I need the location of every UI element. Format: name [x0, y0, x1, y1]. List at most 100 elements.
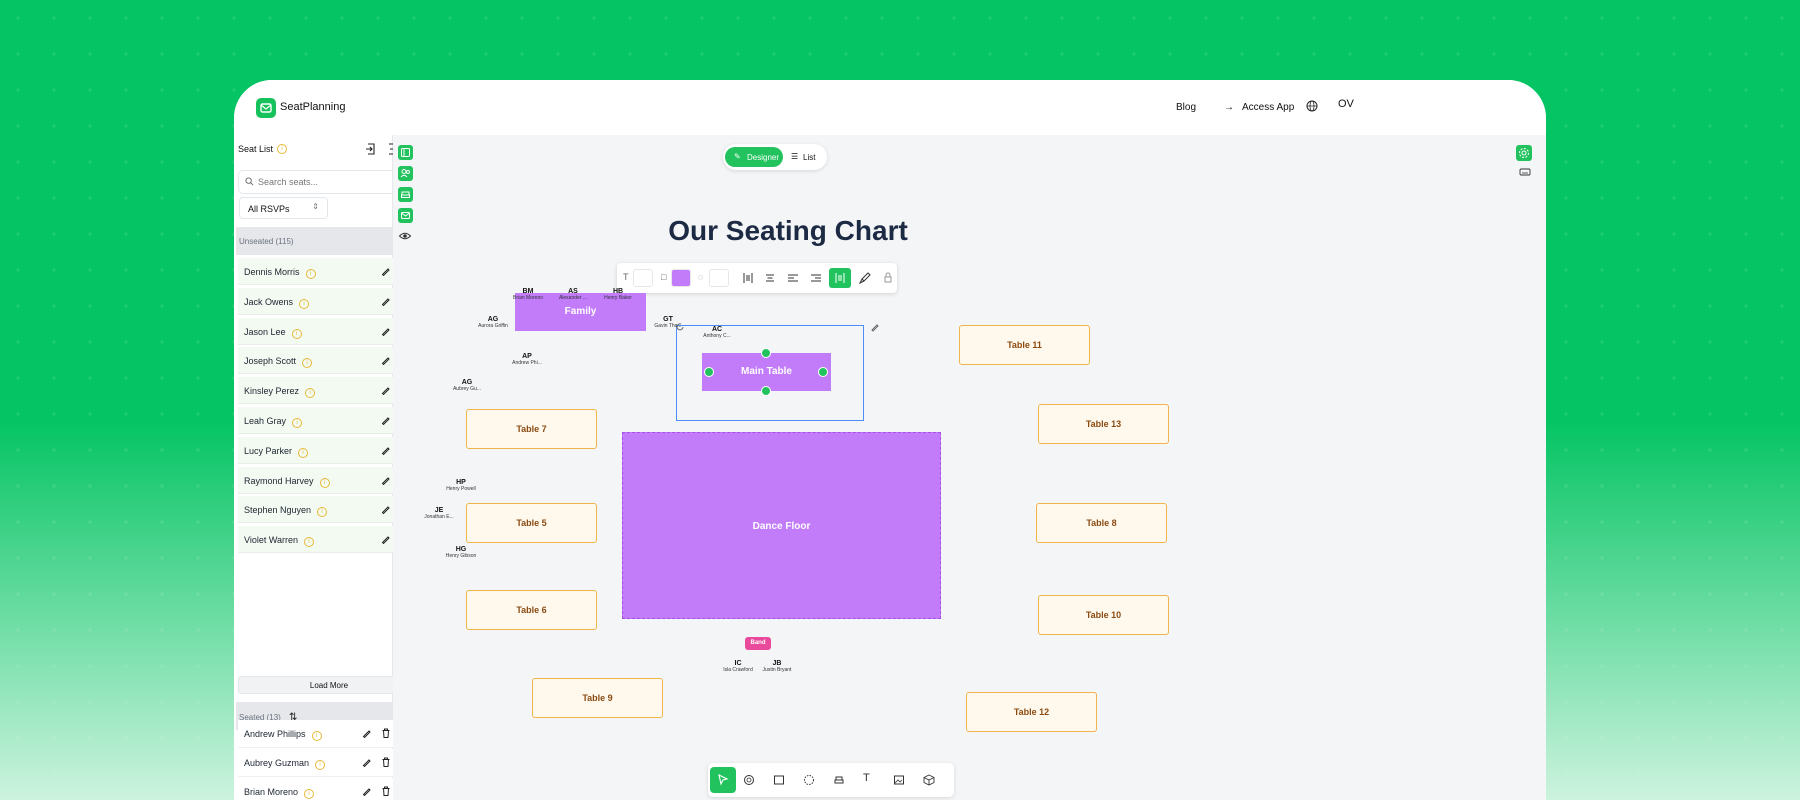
edit-icon[interactable]: [381, 326, 391, 336]
family-table[interactable]: Family: [515, 293, 646, 331]
image-tool-icon[interactable]: [893, 774, 905, 786]
table-12[interactable]: Table 12: [966, 692, 1097, 732]
seat-icon[interactable]: [398, 187, 413, 202]
settings-icon[interactable]: [1516, 145, 1532, 161]
seat-handle-right[interactable]: [818, 367, 828, 377]
info-icon[interactable]: i: [315, 760, 326, 770]
table-13[interactable]: Table 13: [1038, 404, 1169, 444]
main-table[interactable]: Main Table: [702, 353, 831, 391]
seat-handle-top[interactable]: [761, 348, 771, 358]
align-vertical-icon[interactable]: [829, 268, 851, 288]
cube-tool-icon[interactable]: [923, 774, 935, 786]
info-icon[interactable]: i: [304, 789, 315, 799]
info-icon[interactable]: i: [319, 477, 330, 488]
info-icon[interactable]: i: [298, 447, 309, 458]
load-more-button[interactable]: Load More: [238, 676, 420, 694]
text-color-swatch[interactable]: [633, 269, 653, 287]
info-icon[interactable]: i: [291, 328, 302, 339]
import-icon[interactable]: [364, 142, 378, 156]
info-icon[interactable]: i: [317, 507, 328, 518]
info-icon[interactable]: i: [305, 388, 316, 399]
edit-icon[interactable]: [381, 504, 391, 515]
trash-icon[interactable]: [381, 757, 391, 767]
info-icon[interactable]: i: [292, 418, 303, 428]
seat-handle-left[interactable]: [704, 367, 714, 377]
guests-icon[interactable]: [398, 166, 413, 181]
brand-name[interactable]: SeatPlanning: [280, 101, 346, 113]
table-8[interactable]: Table 8: [1036, 503, 1167, 543]
edit-icon[interactable]: [870, 322, 880, 332]
info-icon[interactable]: i: [299, 298, 310, 309]
edit-icon[interactable]: [381, 385, 391, 396]
designer-tab[interactable]: ✎ Designer: [725, 147, 783, 167]
fill-color-swatch[interactable]: [671, 269, 691, 287]
list-tab[interactable]: ☰ List: [791, 152, 815, 162]
edit-icon[interactable]: [362, 757, 372, 767]
table-9[interactable]: Table 9: [532, 678, 663, 718]
table-7[interactable]: Table 7: [466, 409, 597, 449]
rsvp-filter-select[interactable]: All RSVPs ⇕: [239, 197, 328, 219]
eye-icon[interactable]: [398, 229, 412, 243]
table-5[interactable]: Table 5: [466, 503, 597, 543]
search-input[interactable]: Search seats...: [238, 170, 419, 194]
edit-icon[interactable]: [381, 475, 391, 485]
border-color-swatch[interactable]: [709, 269, 729, 287]
info-icon[interactable]: i: [302, 358, 313, 369]
panel-toggle-icon[interactable]: [398, 145, 413, 160]
user-avatar[interactable]: OV: [1338, 98, 1354, 110]
edit-icon[interactable]: [381, 266, 391, 276]
edit-icon[interactable]: [381, 445, 391, 455]
table-11[interactable]: Table 11: [959, 325, 1090, 365]
dance-floor[interactable]: Dance Floor: [622, 432, 941, 619]
band-label[interactable]: Band: [745, 637, 771, 650]
seat-tool-icon[interactable]: [833, 774, 845, 786]
edit-icon[interactable]: [381, 355, 391, 366]
round-table-icon[interactable]: [743, 774, 755, 786]
circle-shape-icon[interactable]: [803, 774, 815, 786]
edit-icon[interactable]: [362, 786, 372, 796]
distribute-icon[interactable]: [742, 272, 754, 284]
info-icon[interactable]: i: [304, 537, 315, 548]
keyboard-icon[interactable]: [1519, 166, 1531, 178]
seat-handle-bottom[interactable]: [761, 386, 771, 396]
lock-icon[interactable]: [882, 272, 894, 284]
chart-title[interactable]: Our Seating Chart: [668, 215, 908, 246]
seating-canvas[interactable]: ✎ Designer ☰ List Our Seating Chart T □ …: [393, 135, 1546, 800]
rotate-icon[interactable]: [675, 322, 685, 332]
info-icon[interactable]: i: [305, 269, 316, 279]
text-tool-icon[interactable]: T: [863, 772, 870, 784]
sort-icon[interactable]: ⇅: [289, 712, 298, 723]
nav-blog-link[interactable]: Blog: [1176, 102, 1197, 113]
align-left-icon[interactable]: [787, 272, 799, 284]
paint-brush-icon[interactable]: [859, 272, 871, 284]
info-icon[interactable]: i: [277, 144, 288, 154]
align-right-icon[interactable]: [810, 272, 822, 284]
edit-icon[interactable]: [381, 415, 391, 425]
info-icon[interactable]: i: [311, 731, 322, 741]
align-center-icon[interactable]: [764, 272, 776, 284]
unseated-section-header[interactable]: Unseated (115): [236, 227, 420, 255]
edit-icon[interactable]: [381, 534, 391, 545]
